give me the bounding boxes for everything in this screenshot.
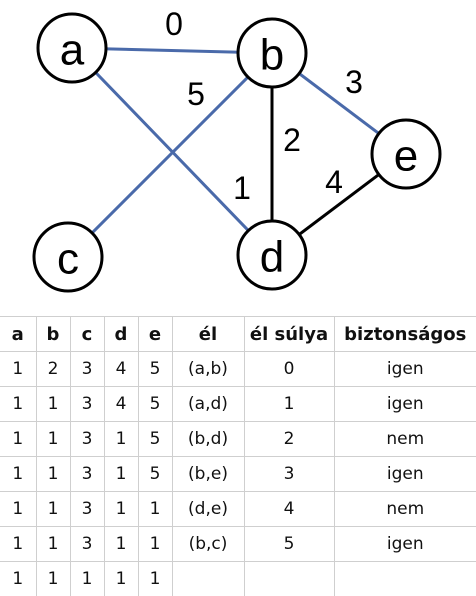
edge-labels-layer: 05 12 3 4	[165, 6, 363, 206]
table-cell: 3	[69, 491, 105, 527]
table-cell	[333, 561, 476, 596]
edge-b-c	[66, 51, 274, 259]
header-cell: b	[35, 316, 71, 352]
table-cell: 5	[137, 351, 173, 387]
table-cell: 1	[35, 561, 71, 596]
table-cell: 1	[0, 456, 37, 492]
node-c	[32, 221, 104, 293]
table-cell	[171, 561, 245, 596]
table-cell: 1	[0, 491, 37, 527]
table-cell: igen	[333, 386, 476, 422]
table-cell: 3	[243, 456, 335, 492]
node-e	[370, 118, 442, 190]
table-cell: 1	[137, 526, 173, 562]
header-cell: él	[171, 316, 245, 352]
edge-weight-b-d: 2	[283, 122, 301, 158]
graph-diagram: 05 12 3 4 a b c d e	[32, 6, 442, 293]
table-cell: 3	[69, 386, 105, 422]
table-cell: 1	[69, 561, 105, 596]
table-cell: 4	[103, 386, 139, 422]
table-cell: 1	[103, 421, 139, 457]
table-cell: 3	[69, 526, 105, 562]
node-label-b: b	[260, 31, 284, 80]
table-cell: 1	[103, 456, 139, 492]
table-cell: 1	[0, 526, 37, 562]
table-cell: 5	[137, 456, 173, 492]
table-cell: nem	[333, 421, 476, 457]
header-cell: d	[103, 316, 139, 352]
table-cell: 4	[103, 351, 139, 387]
node-label-e: e	[394, 132, 418, 181]
table-cell: 1	[0, 351, 37, 387]
table-cell: igen	[333, 526, 476, 562]
table-cell: 1	[35, 386, 71, 422]
header-cell: él súlya	[243, 316, 335, 352]
node-a	[36, 12, 108, 84]
edge-weight-b-e: 3	[345, 64, 363, 100]
node-label-a: a	[60, 26, 85, 75]
table-cell: 1	[35, 526, 71, 562]
header-cell: a	[0, 316, 37, 352]
node-b	[236, 17, 308, 89]
edge-weight-b-c: 5	[187, 76, 205, 112]
table-cell: (b,c)	[171, 526, 245, 562]
table-cell: 1	[0, 421, 37, 457]
table-cell: 1	[0, 561, 37, 596]
edge-weight-a-d: 1	[233, 170, 251, 206]
table-cell: 2	[35, 351, 71, 387]
table-cell: 0	[243, 351, 335, 387]
table-cell: (a,b)	[171, 351, 245, 387]
table-cell: 5	[137, 421, 173, 457]
table-cell: igen	[333, 351, 476, 387]
table-cell: 3	[69, 456, 105, 492]
node-label-c: c	[57, 235, 79, 284]
table-cell: (b,e)	[171, 456, 245, 492]
table-cell: 4	[243, 491, 335, 527]
header-cell: biztonságos	[333, 316, 476, 352]
table-cell: 1	[103, 526, 139, 562]
table-cell: (d,e)	[171, 491, 245, 527]
nodes-layer: a b c d e	[32, 12, 442, 293]
table-cell: 2	[243, 421, 335, 457]
node-d	[236, 219, 308, 291]
edge-weight-a-b: 0	[165, 6, 183, 42]
edge-a-d	[70, 46, 274, 257]
table-cell: igen	[333, 456, 476, 492]
table-cell: 1	[243, 386, 335, 422]
table-cell: 1	[137, 561, 173, 596]
table-cell: 1	[0, 386, 37, 422]
table-cell: 5	[243, 526, 335, 562]
edge-weight-d-e: 4	[325, 164, 343, 200]
node-label-d: d	[260, 233, 284, 282]
table-cell: 1	[137, 491, 173, 527]
table-cell: 3	[69, 351, 105, 387]
header-cell: c	[69, 316, 105, 352]
table-cell: (b,d)	[171, 421, 245, 457]
header-cell: e	[137, 316, 173, 352]
table-cell: nem	[333, 491, 476, 527]
table-cell: 1	[103, 491, 139, 527]
table-cell: (a,d)	[171, 386, 245, 422]
table-cell: 1	[35, 456, 71, 492]
table-cell: 5	[137, 386, 173, 422]
table-cell: 1	[35, 421, 71, 457]
table-cell: 1	[103, 561, 139, 596]
table-cell: 1	[35, 491, 71, 527]
table-cell: 3	[69, 421, 105, 457]
table-cell	[243, 561, 335, 596]
